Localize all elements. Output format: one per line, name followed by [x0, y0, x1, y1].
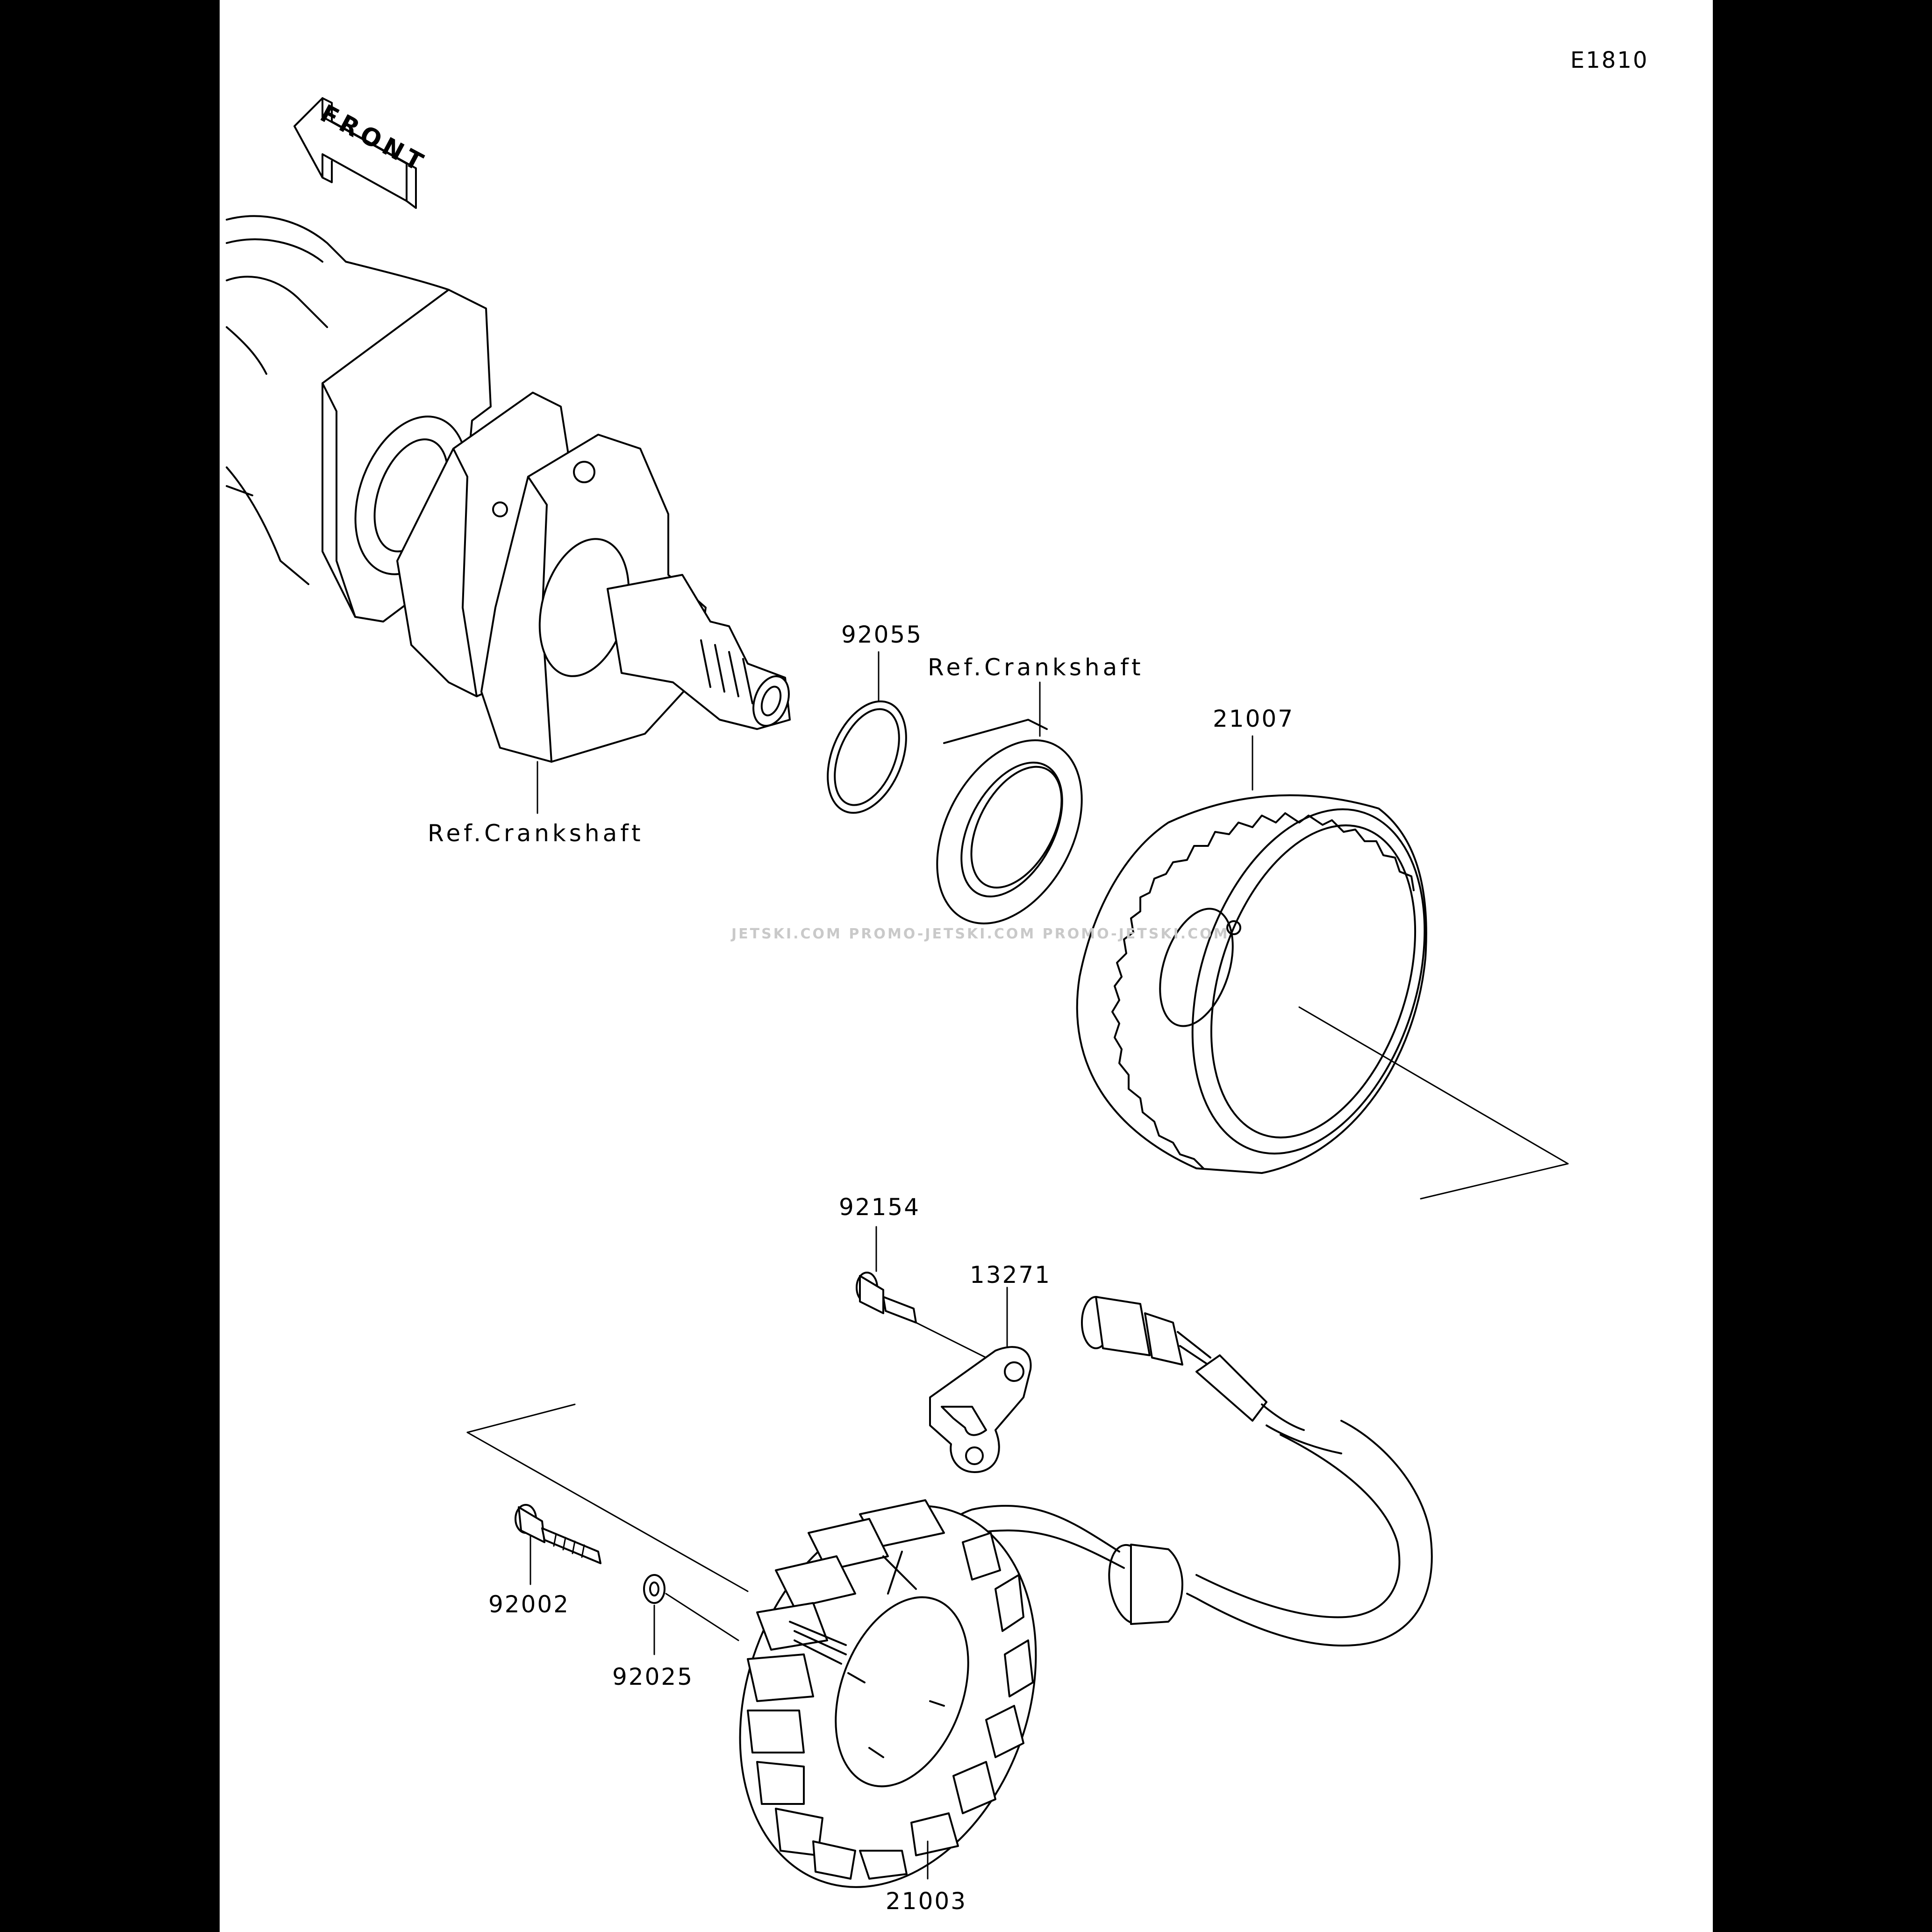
watermark-text: JETSKI.COM PROMO-JETSKI.COM PROMO-JETSKI… [730, 926, 1230, 942]
part-label-92025: 92025 [612, 1663, 694, 1690]
crankshaft-seal-drawing [936, 719, 1083, 924]
part-label-92055: 92055 [841, 621, 923, 648]
part-21007-flywheel [1076, 794, 1569, 1200]
part-13271-bracket [929, 1346, 1032, 1473]
diagram-id: E1810 [1570, 47, 1648, 73]
part-21003-stator [466, 1403, 1037, 1888]
part-label-92154: 92154 [839, 1194, 920, 1221]
ref-crankshaft-label-lower: Ref.Crankshaft [428, 820, 644, 847]
part-label-92002: 92002 [488, 1591, 570, 1618]
crankshaft-drawing [226, 215, 791, 763]
front-arrow-icon: FRONT [293, 97, 431, 209]
part-92154-screw [856, 1272, 987, 1359]
part-92025-washer [643, 1574, 739, 1641]
part-label-21003: 21003 [886, 1888, 967, 1915]
part-92055-ring [827, 700, 907, 814]
part-92002-bolt [515, 1504, 601, 1564]
part-label-21007: 21007 [1213, 705, 1294, 732]
ref-crankshaft-label-upper: Ref.Crankshaft [928, 654, 1144, 681]
part-label-13271: 13271 [970, 1261, 1051, 1288]
stator-wiring-harness [920, 1296, 1433, 1646]
